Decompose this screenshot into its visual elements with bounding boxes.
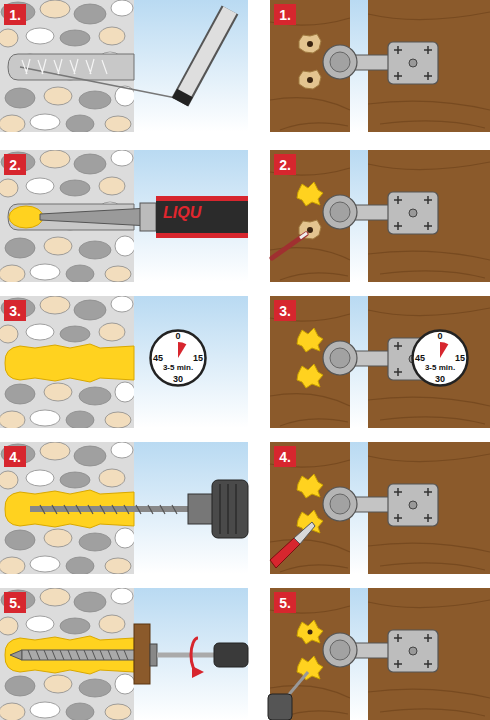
- illustration-part: [270, 588, 490, 720]
- illustration-part: [140, 203, 156, 231]
- clock-text: 0: [175, 332, 180, 341]
- step-number: 3.: [279, 304, 291, 318]
- illustration-part: [299, 220, 321, 239]
- wall-step-1: [0, 0, 248, 133]
- step-number: 2.: [9, 158, 21, 172]
- illustration-part: [297, 182, 323, 206]
- illustration-part: [297, 328, 323, 352]
- illustration-part: [40, 505, 177, 514]
- hinge-step-3: [270, 296, 490, 428]
- illustration-part: [212, 480, 248, 538]
- timer-clock: 0 15 30 453-5 min.: [149, 329, 207, 387]
- step-number: 4.: [279, 450, 291, 464]
- illustration-part: [214, 643, 248, 667]
- illustration-part: [134, 624, 150, 684]
- illustration-part: [220, 484, 236, 534]
- step-number: 1.: [279, 8, 291, 22]
- elapsed-wedge: [440, 342, 448, 358]
- hinge-step-2: [270, 150, 490, 282]
- illustration-part: [28, 650, 128, 660]
- illustration-part: [5, 344, 134, 382]
- illustration-part: [8, 54, 134, 80]
- illustration-part: [270, 150, 490, 282]
- step-number: 5.: [279, 596, 291, 610]
- illustration-part: [297, 620, 323, 644]
- clock-text: 45: [153, 354, 163, 363]
- illustration-part: [323, 192, 438, 234]
- step-number-badge: 4.: [274, 446, 296, 467]
- illustration-part: [299, 70, 321, 89]
- illustration-part: [299, 34, 321, 53]
- illustration-part: [182, 10, 230, 98]
- clock-text: 30: [435, 375, 445, 384]
- illustration-part: [270, 442, 490, 574]
- illustration-part: [272, 234, 306, 258]
- step-number-badge: 5.: [274, 592, 296, 613]
- step-number-badge: 4.: [4, 446, 26, 467]
- hinge-step-5: [268, 588, 490, 720]
- illustration-part: [9, 206, 43, 228]
- illustration-part: [300, 233, 307, 238]
- wall-step-3: [0, 296, 248, 429]
- step-number-badge: 1.: [4, 4, 26, 25]
- illustration-part: [22, 59, 107, 74]
- clock-text: 30: [173, 375, 183, 384]
- illustration-part: [270, 538, 300, 568]
- step-number: 3.: [9, 304, 21, 318]
- step-number-badge: 3.: [4, 300, 26, 321]
- illustration-part: [188, 494, 214, 524]
- illustration-part: [10, 650, 22, 660]
- illustration-part: [268, 694, 292, 720]
- step-number-badge: 1.: [274, 4, 296, 25]
- timer-clock: 0 15 30 453-5 min.: [411, 329, 469, 387]
- illustration-part: [270, 296, 490, 428]
- clock-text: 3-5 min.: [425, 364, 455, 372]
- illustration-part: [156, 196, 248, 201]
- illustration-part: [0, 296, 135, 429]
- illustration-part: [270, 0, 490, 132]
- illustration-part: [150, 644, 157, 666]
- illustration-part: [323, 630, 438, 672]
- illustration-part: [156, 196, 248, 238]
- elapsed-wedge: [178, 342, 186, 358]
- step-number: 4.: [9, 450, 21, 464]
- step-number-badge: 2.: [4, 154, 26, 175]
- clock-text: 15: [455, 354, 465, 363]
- wall-step-5: [0, 588, 248, 720]
- step-number: 2.: [279, 158, 291, 172]
- brand-name: LIQU: [163, 205, 201, 221]
- step-number-badge: 3.: [274, 300, 296, 321]
- illustration-part: [20, 67, 176, 98]
- illustration-part: [40, 208, 150, 226]
- illustration-part: [180, 93, 185, 102]
- clock-rim: [413, 331, 468, 386]
- wall-step-2: [0, 150, 248, 283]
- illustration-part: [323, 42, 438, 84]
- hinge-step-1: [270, 0, 490, 132]
- illustration-part: [156, 233, 248, 238]
- illustration-part: [191, 638, 198, 672]
- step-number: 5.: [9, 596, 21, 610]
- illustration-part: [157, 653, 216, 658]
- step-number: 1.: [9, 8, 21, 22]
- step-number-badge: 2.: [274, 154, 296, 175]
- hinge-step-4: [270, 442, 490, 574]
- clock-text: 3-5 min.: [163, 364, 193, 372]
- illustration-part: [323, 484, 438, 526]
- illustration-part: [180, 10, 230, 102]
- illustration-part: [294, 522, 315, 544]
- step-number-badge: 5.: [4, 592, 26, 613]
- illustration-part: [297, 364, 323, 388]
- clock-text: 45: [415, 354, 425, 363]
- clock-text: 0: [437, 332, 442, 341]
- illustration-part: [22, 650, 150, 660]
- illustration-part: [308, 630, 313, 635]
- clock-text: 15: [193, 354, 203, 363]
- illustration-part: [297, 474, 323, 498]
- wall-step-4: [0, 442, 248, 575]
- illustration-part: [297, 656, 323, 680]
- clock-rim: [151, 331, 206, 386]
